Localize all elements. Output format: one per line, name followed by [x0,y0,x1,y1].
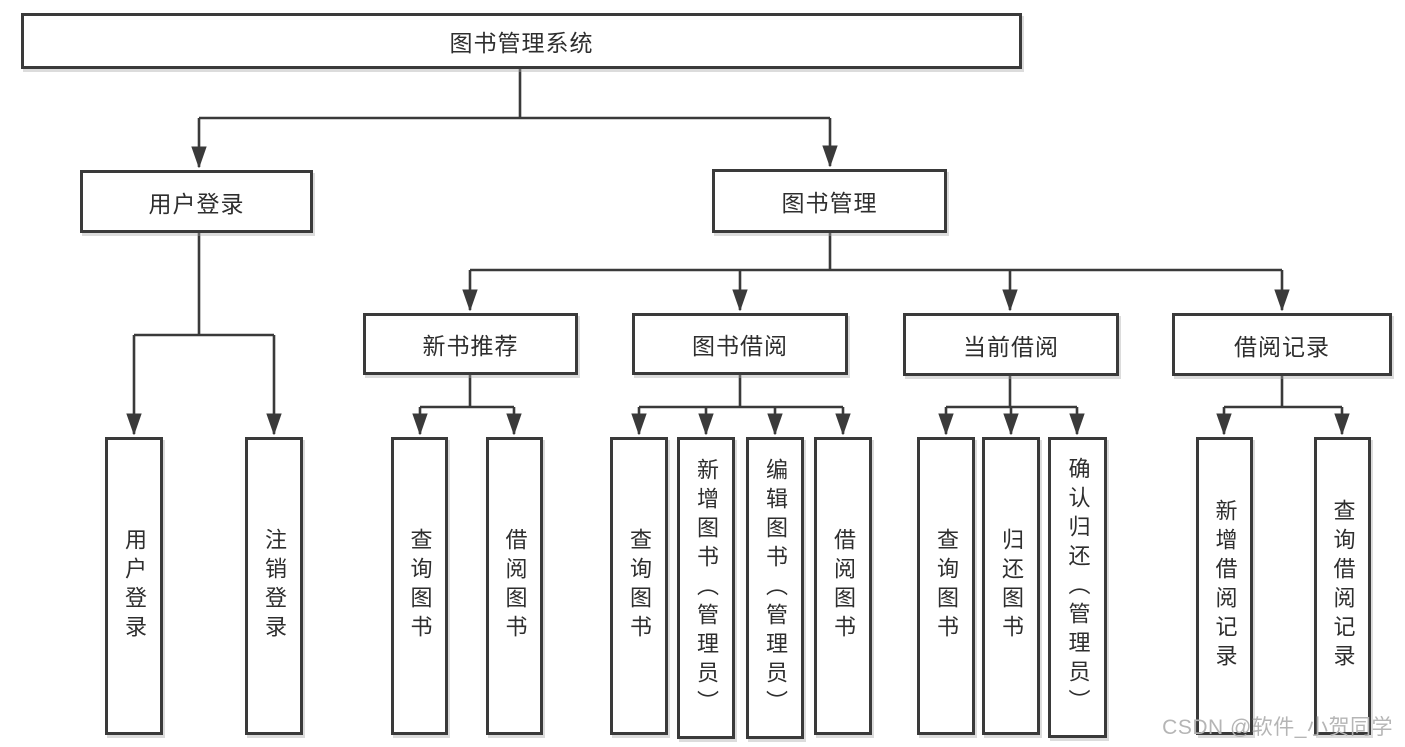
leaf-query-books: 查询图书 [391,437,448,735]
leaf-label: 查询图书 [934,528,959,644]
leaf-label: 用户登录 [122,528,147,644]
leaf-logout: 注销登录 [245,437,303,735]
leaf-add-books-admin: 新增图书（管理员） [677,437,735,739]
leaf-label: 确认归还（管理员） [1065,457,1091,718]
leaf-label: 借阅图书 [502,528,528,644]
node-label: 图书管理系统 [449,30,594,56]
leaf-label: 注销登录 [262,528,287,644]
leaf-label: 查询图书 [627,528,652,644]
node-book-management: 图书管理 [712,169,947,233]
node-label: 当前借阅 [963,333,1059,360]
leaf-label: 新增借阅记录 [1212,499,1238,673]
node-label: 图书管理 [781,190,878,216]
leaf-confirm-return-admin: 确认归还（管理员） [1048,437,1107,738]
leaf-query-borrow-record: 查询借阅记录 [1314,437,1371,735]
node-borrow-record: 借阅记录 [1172,313,1392,376]
leaf-return-books: 归还图书 [982,437,1040,735]
node-book-borrow: 图书借阅 [632,313,848,375]
node-label: 借阅记录 [1234,333,1330,360]
node-user-login: 用户登录 [80,170,313,233]
node-new-book-recommend: 新书推荐 [363,313,578,375]
leaf-add-borrow-record: 新增借阅记录 [1196,437,1253,735]
leaf-label: 归还图书 [999,528,1024,644]
leaf-borrow-books: 借阅图书 [814,437,872,735]
node-label: 用户登录 [148,190,245,217]
leaf-borrow-books: 借阅图书 [486,437,543,735]
node-current-borrow: 当前借阅 [903,313,1119,376]
leaf-label: 查询图书 [407,528,433,644]
leaf-label: 查询借阅记录 [1330,499,1356,673]
leaf-query-books: 查询图书 [610,437,668,735]
watermark: CSDN @软件_小贺同学 [1162,716,1393,739]
leaf-user-login: 用户登录 [105,437,163,735]
leaf-label: 编辑图书（管理员） [763,457,788,719]
leaf-edit-books-admin: 编辑图书（管理员） [746,437,804,739]
leaf-label: 借阅图书 [831,528,856,644]
leaf-query-books: 查询图书 [917,437,975,735]
leaf-label: 新增图书（管理员） [694,457,719,719]
node-label: 图书借阅 [692,333,788,359]
node-label: 新书推荐 [422,333,519,359]
node-library-management-system: 图书管理系统 [21,13,1022,69]
